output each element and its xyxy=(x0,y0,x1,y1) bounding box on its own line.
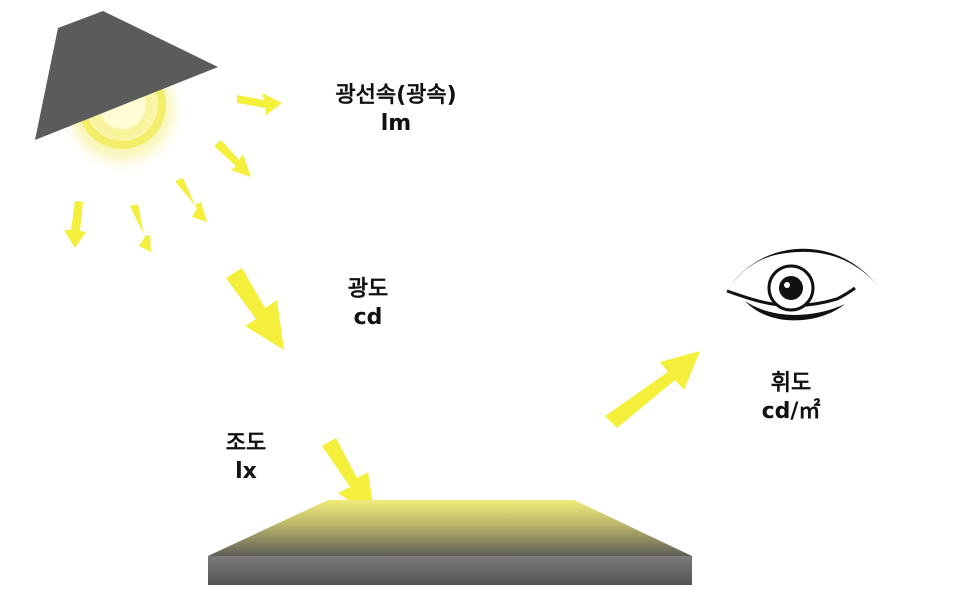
illuminance-arrow xyxy=(322,438,375,518)
illuminance-term: 조도 xyxy=(225,431,267,456)
flux-arrow-right xyxy=(237,93,282,116)
luminous-flux-unit: lm xyxy=(380,111,412,136)
eye-icon xyxy=(726,248,877,321)
flux-arrow-down-left xyxy=(64,201,86,248)
intensity-arrow xyxy=(226,268,284,350)
luminous-intensity-label: 광도 cd xyxy=(318,276,418,332)
luminance-unit: cd/㎡ xyxy=(761,399,821,424)
surface-top xyxy=(208,500,692,556)
arrows xyxy=(64,93,700,518)
luminous-intensity-unit: cd xyxy=(353,305,383,330)
flux-arrow-down-steep xyxy=(175,178,207,222)
luminous-flux-label: 광선속(광속) lm xyxy=(308,82,484,138)
flux-arrow-diagonal xyxy=(214,140,251,177)
luminance-term: 휘도 xyxy=(770,371,812,396)
luminous-intensity-term: 광도 xyxy=(347,277,389,302)
luminance-label: 휘도 cd/㎡ xyxy=(736,370,846,426)
flux-arrow-down-center xyxy=(130,204,151,252)
lamp-icon xyxy=(35,11,218,140)
illuminance-label: 조도 lx xyxy=(196,430,296,486)
luminance-arrow xyxy=(605,351,700,428)
luminous-flux-term: 광선속(광속) xyxy=(335,83,457,108)
surface-plane xyxy=(208,500,692,585)
illuminance-unit: lx xyxy=(235,459,257,484)
surface-side xyxy=(208,556,692,585)
